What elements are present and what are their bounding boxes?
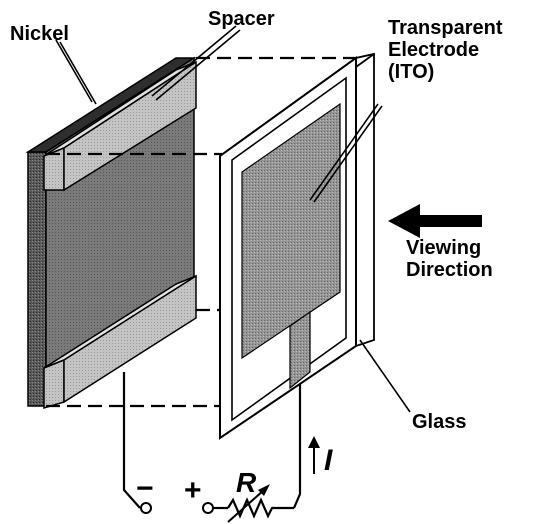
label-glass: Glass — [412, 411, 466, 433]
label-electrode-line2: Electrode — [388, 39, 479, 61]
leader-lines — [55, 25, 411, 413]
current-arrow — [308, 436, 320, 474]
viewing-direction-arrow — [388, 204, 482, 238]
spacer-bottom — [43, 274, 197, 410]
ito-electrode — [241, 102, 341, 390]
label-viewing-line1: Viewing — [406, 237, 481, 259]
label-plus: + — [184, 474, 202, 507]
label-resistor: R — [236, 467, 257, 498]
label-electrode-line1: Transparent — [388, 17, 503, 39]
variable-arrow-head — [258, 484, 270, 496]
label-spacer: Spacer — [208, 8, 275, 30]
label-minus: − — [136, 472, 154, 505]
label-viewing-line2: Direction — [406, 259, 493, 281]
resistor-symbol — [227, 497, 294, 519]
label-nickel: Nickel — [10, 23, 69, 45]
negative-terminal — [140, 502, 152, 514]
circuit — [122, 372, 302, 523]
positive-terminal — [202, 502, 214, 514]
label-current: I — [324, 444, 333, 477]
label-electrode-line3: (ITO) — [388, 61, 434, 83]
